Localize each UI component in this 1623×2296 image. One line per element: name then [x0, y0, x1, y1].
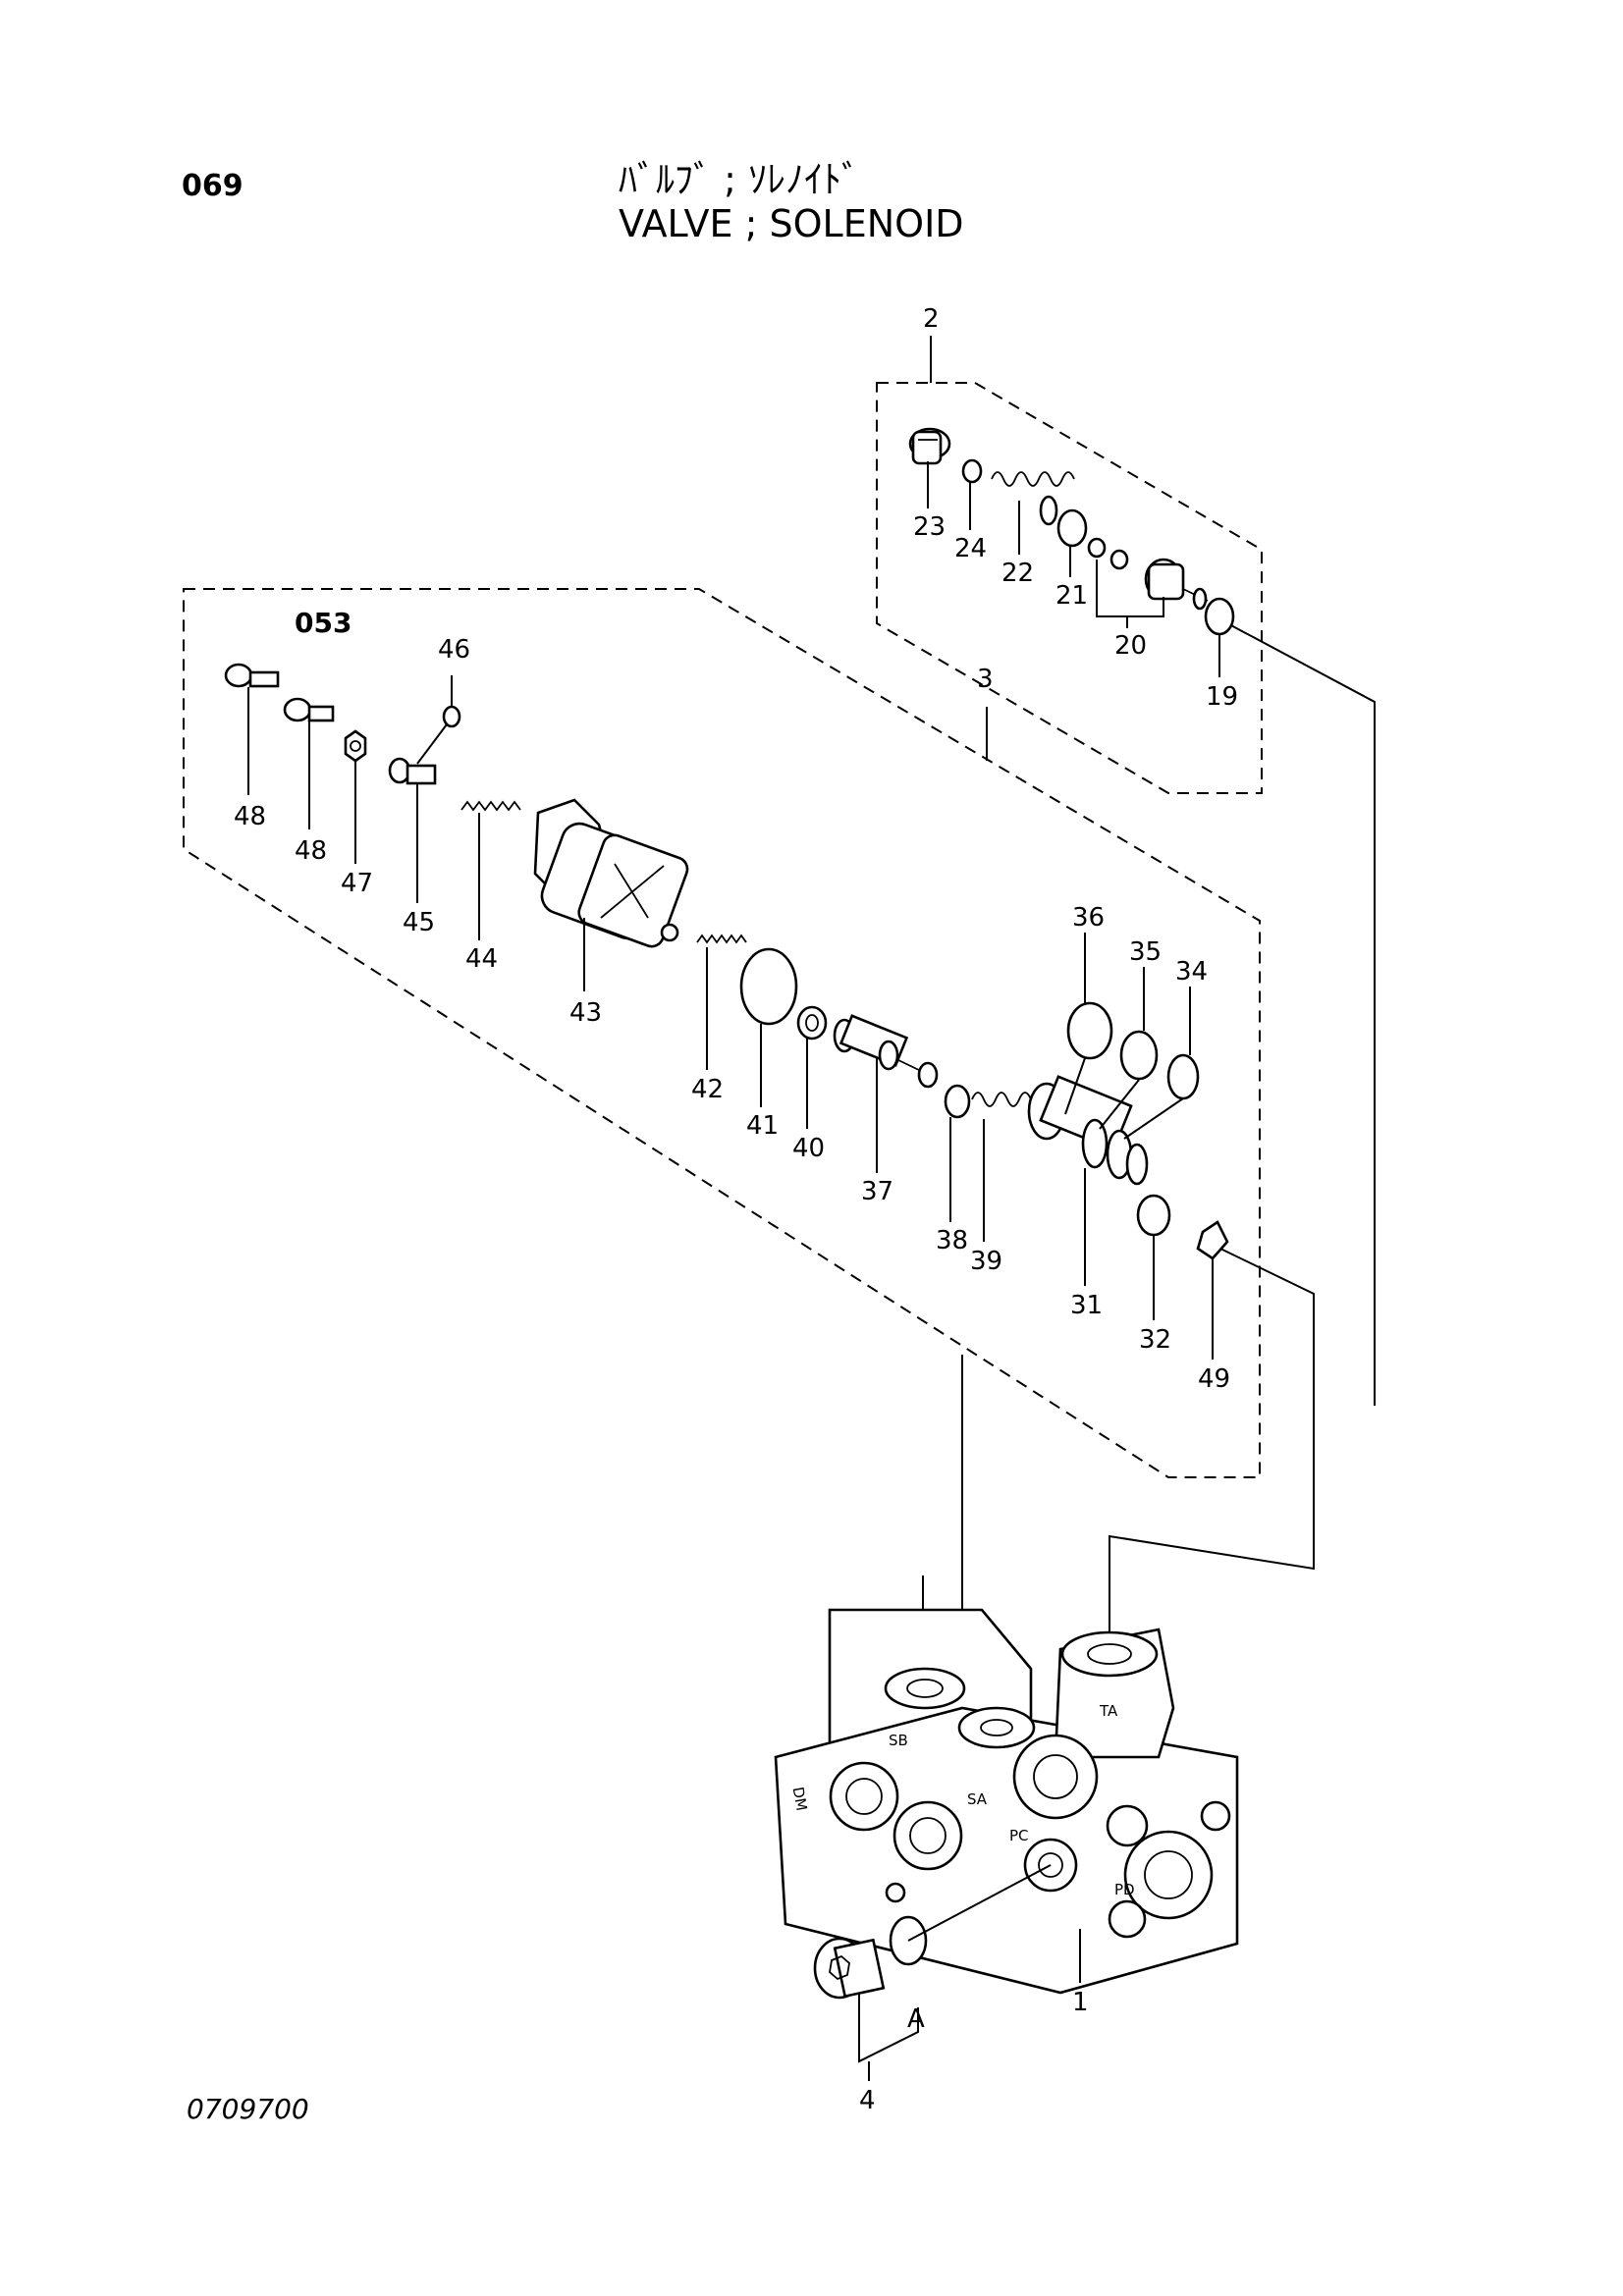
callout-49: 49 — [1198, 1364, 1230, 1394]
part-41-oring — [739, 947, 798, 1026]
callout-24: 24 — [954, 534, 987, 563]
part-22-spring — [991, 471, 1075, 526]
callout-22: 22 — [1001, 559, 1034, 588]
callout-A: A — [907, 2004, 925, 2034]
callout-21: 21 — [1055, 581, 1088, 611]
part-32-plug — [1136, 1194, 1171, 1237]
subassembly-label: 053 — [295, 607, 352, 639]
part-44-spring — [460, 800, 521, 812]
part-48-bolt-2 — [283, 697, 335, 722]
callout-20: 20 — [1114, 631, 1147, 661]
part-45-screw — [388, 757, 437, 785]
callout-labels: 2 3 23 24 22 21 20 19 46 48 48 47 45 44 … — [234, 304, 1238, 2115]
callout-1: 1 — [1072, 1988, 1089, 2017]
assembly-line-19 — [1226, 622, 1376, 1406]
part-20-poppet — [1087, 537, 1209, 611]
callout-37: 37 — [861, 1177, 893, 1206]
drawing-number: 0709700 — [187, 2093, 309, 2125]
port-label-ta: TA — [1099, 1702, 1118, 1720]
callout-48-b: 48 — [295, 836, 327, 866]
part-23-plug — [908, 427, 951, 465]
part-47-nut — [344, 729, 367, 763]
callout-48-a: 48 — [234, 802, 266, 831]
callout-36: 36 — [1072, 903, 1105, 933]
title-english: VALVE ; SOLENOID — [619, 202, 964, 245]
part-40-washer — [796, 1005, 828, 1041]
part-24-washer — [961, 458, 983, 484]
callout-3: 3 — [977, 665, 994, 694]
page-number: 069 — [182, 169, 243, 203]
callout-39: 39 — [970, 1247, 1002, 1276]
callout-43: 43 — [569, 998, 602, 1028]
boundary-subassembly-2 — [876, 382, 1263, 794]
callout-40: 40 — [792, 1134, 825, 1163]
part-43-solenoid — [533, 798, 689, 948]
part-46-oring — [442, 705, 461, 728]
callout-23: 23 — [913, 512, 946, 542]
assembly-line-plug — [907, 1864, 1052, 1942]
callout-46: 46 — [438, 635, 470, 665]
callout-2: 2 — [923, 304, 940, 334]
leader-lines — [247, 336, 1220, 2081]
part-1-valve-body: SB SA TA PC PD DM — [774, 1608, 1239, 1995]
callout-35: 35 — [1129, 937, 1162, 967]
part-36-oring — [1066, 1001, 1113, 1060]
part-19-oring — [1204, 597, 1235, 636]
callout-31: 31 — [1070, 1291, 1103, 1320]
part-21-oring — [1056, 508, 1088, 548]
part-49-seal — [1196, 1220, 1229, 1260]
part-42-spring — [696, 934, 747, 944]
port-label-sa: SA — [967, 1790, 988, 1808]
callout-4: 4 — [859, 2086, 876, 2115]
callout-45: 45 — [403, 908, 435, 937]
port-label-pc: PC — [1009, 1827, 1029, 1844]
port-label-pd: PD — [1114, 1881, 1135, 1898]
callout-32: 32 — [1139, 1325, 1171, 1355]
part-48-bolt-1 — [224, 663, 280, 688]
part-34-oring — [1166, 1053, 1200, 1100]
callout-47: 47 — [341, 869, 373, 898]
callout-44: 44 — [465, 944, 498, 974]
assembly-line-49 — [1109, 1248, 1315, 1644]
part-4-plug — [813, 1937, 886, 2000]
part-31-sleeve — [1027, 1075, 1149, 1186]
callout-41: 41 — [746, 1111, 779, 1141]
callout-42: 42 — [691, 1075, 724, 1104]
port-label-dm: DM — [789, 1786, 811, 1812]
title-japanese: ﾊﾞﾙﾌﾞ ; ｿﾚﾉｲﾄﾞ — [619, 158, 860, 201]
boundary-subassembly-053 — [183, 588, 1261, 1478]
callout-34: 34 — [1175, 957, 1208, 987]
part-37-spool — [833, 1014, 939, 1089]
port-label-sb: SB — [889, 1732, 908, 1749]
callout-38: 38 — [936, 1226, 968, 1255]
part-38-oring — [944, 1084, 971, 1119]
part-35-oring — [1119, 1030, 1159, 1081]
callout-19: 19 — [1206, 682, 1238, 712]
